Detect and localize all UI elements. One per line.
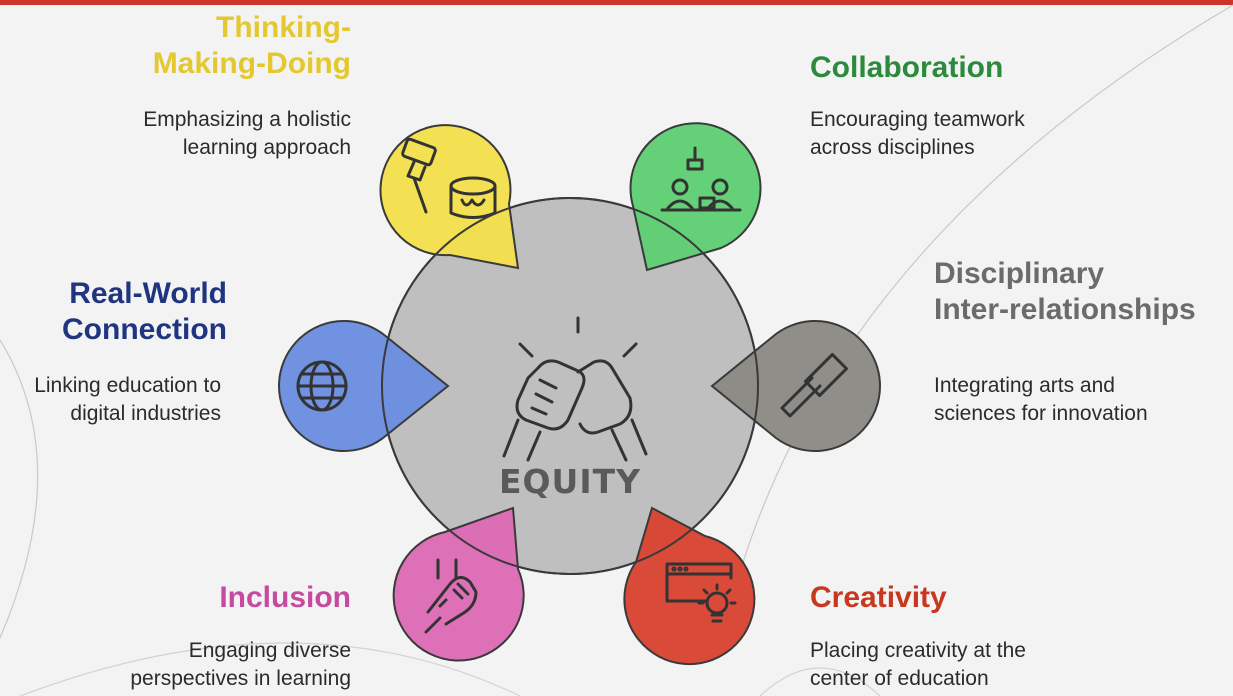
title-thinking-line1: Thinking- (216, 11, 351, 44)
title-realworld-line2: Connection (62, 313, 227, 346)
desc-disciplinary: Integrating arts and sciences for innova… (934, 372, 1229, 428)
title-inclusion: Inclusion (219, 581, 351, 614)
title-thinking-line2: Making-Doing (152, 47, 351, 80)
center-label: EQUITY (498, 462, 642, 501)
team-meeting-icon (660, 146, 742, 212)
helping-hands-icon (424, 558, 478, 634)
desc-collaboration-line2: across disciplines (810, 136, 975, 159)
petal-disciplinary (710, 320, 881, 452)
desc-inclusion-line2: perspectives in learning (130, 667, 351, 690)
lightbulb-browser-icon (665, 562, 737, 623)
desc-creativity-line1: Placing creativity at the (810, 639, 1026, 662)
desc-disciplinary-line2: sciences for innovation (934, 402, 1148, 425)
title-disciplinary: Disciplinary Inter-relationships (934, 256, 1229, 328)
title-disciplinary-line1: Disciplinary (934, 257, 1105, 290)
desc-collaboration-line1: Encouraging teamwork (810, 108, 1025, 131)
desc-collaboration: Encouraging teamwork across disciplines (810, 106, 1130, 162)
title-realworld-line1: Real-World (69, 277, 227, 310)
desc-creativity-line2: center of education (810, 667, 989, 690)
petal-realworld (278, 320, 450, 452)
desc-thinking: Emphasizing a holistic learning approach (31, 106, 351, 162)
petal-collaboration (629, 122, 762, 272)
title-collaboration: Collaboration (810, 51, 1004, 84)
desc-realworld: Linking education to digital industries (1, 372, 221, 428)
desc-thinking-line2: learning approach (182, 136, 351, 159)
title-realworld: Real-World Connection (7, 276, 227, 348)
desc-thinking-line1: Emphasizing a holistic (143, 108, 351, 131)
hammer-icon (780, 352, 849, 418)
petal-creativity (623, 506, 756, 666)
desc-inclusion: Engaging diverse perspectives in learnin… (31, 637, 351, 693)
handshake-icon (502, 316, 648, 462)
petal-inclusion (392, 506, 525, 662)
petal-thinking (379, 124, 520, 270)
desc-inclusion-line1: Engaging diverse (188, 639, 351, 662)
globe-icon (296, 360, 348, 412)
top-accent-bar (0, 0, 1233, 5)
desc-creativity: Placing creativity at the center of educ… (810, 637, 1130, 693)
desc-disciplinary-line1: Integrating arts and (934, 374, 1115, 397)
desc-realworld-line2: digital industries (70, 402, 221, 425)
title-creativity: Creativity (810, 581, 947, 614)
desc-realworld-line1: Linking education to (34, 374, 221, 397)
paintbrush-bucket-icon (401, 137, 497, 219)
title-disciplinary-line2: Inter-relationships (934, 293, 1196, 326)
title-thinking: Thinking- Making-Doing (91, 10, 351, 82)
